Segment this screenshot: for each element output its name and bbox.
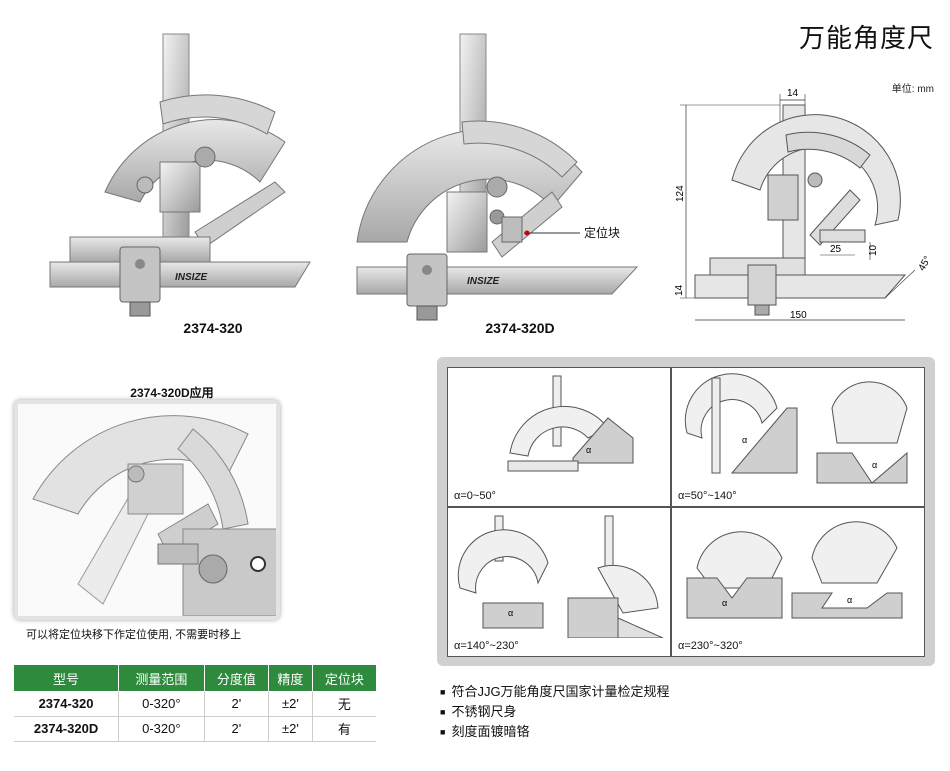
brand-logo-1: INSIZE	[175, 272, 208, 283]
diagram-label-230-320: α=230°~320°	[678, 640, 743, 652]
diagram-50-140: α α α=50°~140°	[671, 367, 925, 507]
col-range: 测量范围	[118, 665, 205, 691]
diagram-label-140-230: α=140°~230°	[454, 640, 519, 652]
product-photo-2374-320D: 定位块 INSIZE	[352, 32, 652, 327]
cell-locator: 有	[312, 716, 376, 742]
col-model: 型号	[14, 665, 120, 691]
feature-list: 符合JJG万能角度尺国家计量检定规程 不锈钢尺身 刻度面镀暗铬	[440, 682, 670, 742]
page-title: 万能角度尺	[798, 23, 934, 53]
diagram-label-0-50: α=0~50°	[454, 490, 496, 502]
locator-callout: 定位块	[584, 225, 620, 240]
dim-14-top: 14	[787, 88, 799, 99]
technical-drawing: 14 124 14 25 10 150 45°	[670, 80, 940, 330]
cell-division: 2'	[204, 716, 270, 742]
cell-division: 2'	[204, 691, 270, 717]
diagram-230-320: α α α=230°~320°	[671, 507, 925, 657]
dim-10: 10	[868, 244, 879, 256]
dim-45: 45°	[917, 254, 934, 273]
cell-model: 2374-320D	[14, 716, 120, 742]
cell-range: 0-320°	[118, 716, 205, 742]
dim-124: 124	[675, 185, 686, 202]
dim-25: 25	[830, 244, 842, 255]
alpha-symbol-3: α	[508, 608, 513, 618]
col-division: 分度值	[204, 665, 270, 691]
cell-locator: 无	[312, 691, 376, 717]
dim-150: 150	[790, 310, 807, 321]
diagram-0-50: α α=0~50°	[447, 367, 671, 507]
alpha-symbol-4: α	[722, 598, 727, 608]
product-label-2374-320: 2374-320	[183, 320, 243, 336]
table-row: 2374-320D 0-320° 2' ±2' 有	[14, 716, 376, 742]
usage-photo	[14, 400, 280, 620]
measurement-diagram-panel: α α=0~50° α α α=50°~140° α	[437, 357, 935, 666]
usage-note: 可以将定位块移下作定位使用, 不需要时移上	[26, 629, 242, 641]
cell-accuracy: ±2'	[268, 716, 313, 742]
cell-model: 2374-320	[14, 691, 120, 717]
diagram-label-50-140: α=50°~140°	[678, 490, 737, 502]
brand-logo-2: INSIZE	[467, 276, 500, 287]
feature-item: 不锈钢尺身	[440, 702, 670, 722]
col-accuracy: 精度	[268, 665, 313, 691]
alpha-symbol-5: α	[847, 595, 852, 605]
dim-14-side: 14	[674, 284, 685, 296]
unit-label: 单位: mm	[891, 84, 934, 95]
spec-table-header: 型号 测量范围 分度值 精度 定位块	[14, 665, 376, 691]
product-label-2374-320D: 2374-320D	[485, 320, 555, 336]
feature-item: 刻度面镀暗铬	[440, 722, 670, 742]
col-locator: 定位块	[312, 665, 376, 691]
alpha-symbol-1: α	[742, 435, 747, 445]
alpha-symbol-0: α	[586, 445, 591, 455]
cell-accuracy: ±2'	[268, 691, 313, 717]
cell-range: 0-320°	[118, 691, 205, 717]
table-row: 2374-320 0-320° 2' ±2' 无	[14, 691, 376, 717]
product-photo-2374-320: INSIZE	[45, 32, 315, 322]
alpha-symbol-2: α	[872, 460, 877, 470]
usage-title: 2374-320D应用	[130, 386, 214, 400]
spec-table: 型号 测量范围 分度值 精度 定位块 2374-320 0-320° 2' ±2…	[14, 665, 376, 742]
feature-item: 符合JJG万能角度尺国家计量检定规程	[440, 682, 669, 702]
diagram-140-230: α α=140°~230°	[447, 507, 671, 657]
